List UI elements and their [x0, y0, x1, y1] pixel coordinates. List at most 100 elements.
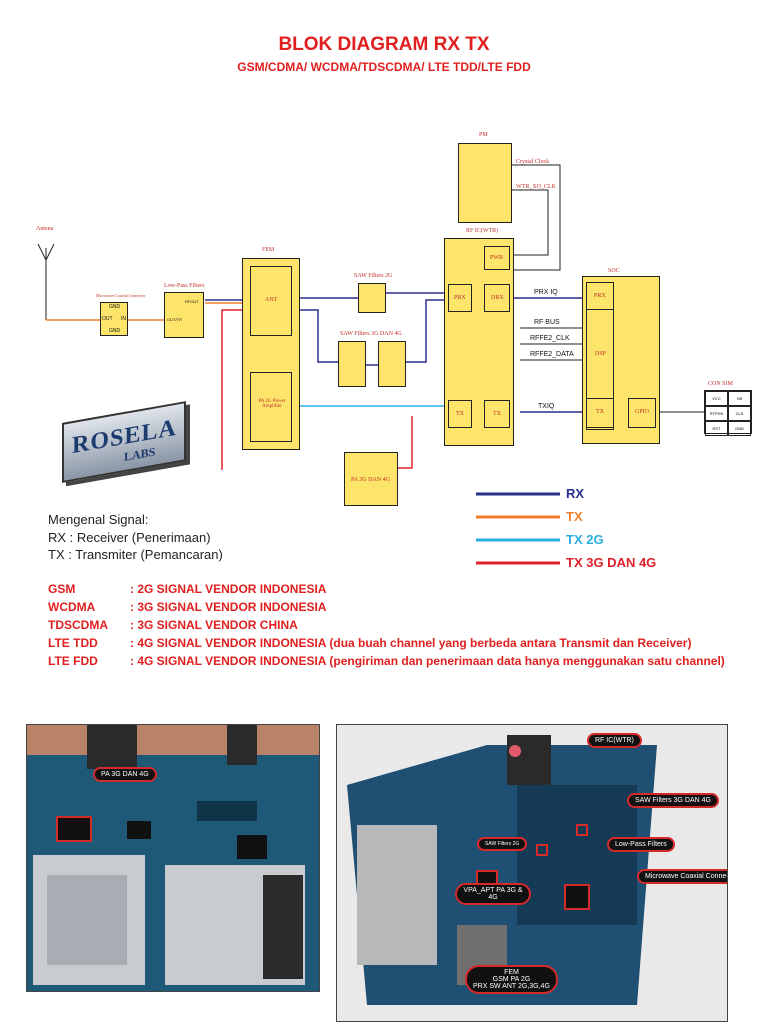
rfic-title: RF IC(WTR) [466, 228, 499, 234]
rfic-tx1-label: TX [456, 411, 464, 417]
rfic-drx: DRX [484, 284, 510, 312]
consim-cell: GND [728, 421, 751, 436]
pcb-photo-right: RF IC(WTR) SAW Filters 3G DAN 4G Low-Pas… [336, 724, 728, 1022]
fem-line: PRX SW ANT 2G,3G,4G [473, 983, 550, 990]
lpf-title: Low-Pass Filters [164, 283, 205, 289]
tag-saw-2g: SAW Filters 2G [477, 837, 528, 851]
rfic-tx2-label: TX [493, 411, 501, 417]
saw2g-title: SAW Filters 2G [354, 273, 393, 279]
soc-dsp-label: DSP [595, 351, 607, 357]
consim-cell: CLK [728, 406, 751, 421]
vendor-row: LTE TDD : 4G SIGNAL VENDOR INDONESIA (dua… [48, 636, 691, 650]
pcb-photo-left: PA 3G DAN 4G [26, 724, 320, 992]
pcb-left-illustration [27, 725, 319, 991]
tag-low-pass: Low-Pass Filters [607, 837, 675, 852]
tag-vpa-apt: VPA_APT PA 3G & 4G [455, 883, 531, 905]
fem-ant-label: ANT [265, 297, 278, 303]
lpf-out: OUT/TR [167, 317, 182, 322]
rfic-prx: PRX [448, 284, 472, 312]
legend-tx2g: TX 2G [566, 532, 604, 547]
legend-lines [476, 492, 560, 565]
rfic-pwr-label: PWR [490, 255, 504, 261]
vendor-key: TDSCDMA [48, 618, 108, 632]
soc-gpio-label: GPIO [635, 409, 650, 415]
fem-line: FEM [504, 969, 519, 976]
intro-rx: RX : Receiver (Penerimaan) [48, 530, 211, 545]
consim-cell: RST [705, 421, 728, 436]
soc-tx-label: TX [596, 409, 604, 415]
vendor-row: GSM : 2G SIGNAL VENDOR INDONESIA [48, 582, 326, 596]
signal-rffe-clk: RFFE2_CLK [530, 335, 570, 342]
legend-tx: TX [566, 509, 583, 524]
vendor-key: LTE FDD [48, 654, 98, 668]
saw-filter-2g [358, 283, 386, 313]
consim-cell: VCC [705, 391, 728, 406]
low-pass-filter: RFOUT OUT/TR [164, 292, 204, 338]
tag-pa-3g-4g-left: PA 3G DAN 4G [93, 767, 157, 782]
fem-pa2g: PA 2G Power Amplifier [250, 372, 292, 442]
vendor-key: LTE TDD [48, 636, 98, 650]
signal-rfbus: RF BUS [534, 319, 560, 326]
vendor-value: : 4G SIGNAL VENDOR INDONESIA [130, 636, 327, 650]
vendor-note: (dua buah channel yang berbeda antara Tr… [326, 636, 692, 650]
vendor-value: : 4G SIGNAL VENDOR INDONESIA [130, 654, 327, 668]
vendor-value: : 3G SIGNAL VENDOR INDONESIA [130, 600, 327, 614]
antenna-label: Antena [36, 226, 54, 232]
page-subtitle: GSM/CDMA/ WCDMA/TDSCDMA/ LTE TDD/LTE FDD [237, 60, 531, 74]
tag-rfic: RF IC(WTR) [587, 733, 642, 748]
coax-in: IN [121, 316, 126, 322]
vendor-row: LTE FDD : 4G SIGNAL VENDOR INDONESIA (pen… [48, 654, 725, 668]
signal-rffe-data: RFFE2_DATA [530, 351, 574, 358]
vendor-value: : 3G SIGNAL VENDOR CHINA [130, 618, 298, 632]
fem-ant: ANT [250, 266, 292, 336]
coax-gnd-bottom: GND [109, 328, 121, 334]
fem-title: FEM [262, 247, 275, 253]
rfic-drx-label: DRX [491, 295, 504, 301]
soc-prx-label: PRX [594, 293, 606, 299]
signal-prxiq: PRX IQ [534, 289, 558, 296]
vendor-row: TDSCDMA : 3G SIGNAL VENDOR CHINA [48, 618, 298, 632]
soc-tx: TX [586, 398, 614, 428]
tag-fem: FEM GSM PA 2G PRX SW ANT 2G,3G,4G [465, 965, 558, 994]
coax-gnd-top: GND [109, 304, 121, 310]
pm-block [458, 143, 512, 223]
fem-pa2g-label: PA 2G Power Amplifier [258, 399, 286, 409]
soc-prx: PRX [586, 282, 614, 310]
rfic-tx2: TX [484, 400, 510, 428]
consim-title: CON SIM [708, 381, 733, 387]
consim-block: VCC NS RTPHK CLK RST GND [704, 390, 752, 436]
vendor-row: WCDMA : 3G SIGNAL VENDOR INDONESIA [48, 600, 326, 614]
saw-filter-3g [338, 341, 366, 387]
page-title: BLOK DIAGRAM RX TX [278, 34, 490, 55]
soc-title: SOC [608, 268, 620, 274]
vendor-note: (pengiriman dan penerimaan data hanya me… [326, 654, 725, 668]
coax-connector: GND OUT IN GND [100, 302, 128, 336]
saw3g4g-title: SAW Filters 3G DAN 4G [340, 331, 402, 337]
saw-filter-4g [378, 341, 406, 387]
pm-crystal: Crystal Clock [516, 159, 550, 165]
coax-title: Microwave Coaxial Connector [96, 293, 146, 298]
tag-coax: Microwave Coaxial Connectors [637, 869, 727, 884]
consim-cell: RTPHK [705, 406, 728, 421]
soc-gpio: GPIO [628, 398, 656, 428]
coax-out: OUT [102, 316, 113, 322]
pa-3g-4g-label: PA 3G DAN 4G [351, 477, 390, 483]
intro-heading: Mengenal Signal: [48, 512, 149, 527]
tag-saw-3g-4g: SAW Filters 3G DAN 4G [627, 793, 719, 808]
legend-rx: RX [566, 486, 585, 501]
signal-txiq: TXIQ [538, 403, 555, 410]
pm-title: PM [479, 132, 488, 138]
rfic-tx1: TX [448, 400, 472, 428]
rfic-prx-label: PRX [454, 295, 466, 301]
consim-cell: NS [728, 391, 751, 406]
intro-tx: TX : Transmiter (Pemancaran) [48, 547, 223, 562]
vendor-key: WCDMA [48, 600, 96, 614]
fem-line: GSM PA 2G [492, 976, 531, 983]
antenna-icon [37, 243, 55, 320]
pa-3g-4g-block: PA 3G DAN 4G [344, 452, 398, 506]
vendor-value: : 2G SIGNAL VENDOR INDONESIA [130, 582, 327, 596]
vendor-key: GSM [48, 582, 76, 596]
rfic-pwr: PWR [484, 246, 510, 270]
legend-tx3g4g: TX 3G DAN 4G [566, 555, 657, 570]
lpf-rfout: RFOUT [185, 299, 199, 304]
